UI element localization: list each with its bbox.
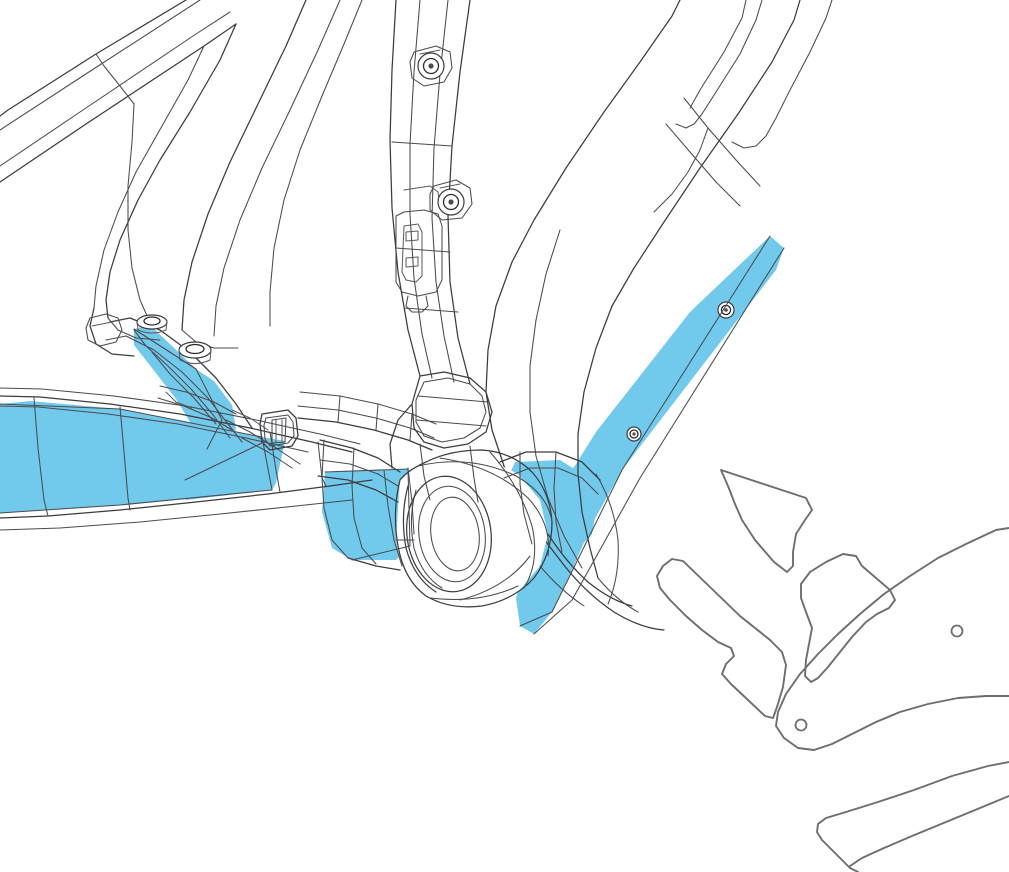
film-zone-downtube	[516, 236, 784, 634]
film-zone-bb-left	[322, 469, 414, 560]
hardware-bolt-downtube-lower	[626, 426, 642, 442]
film-edge-lines	[0, 235, 785, 635]
diecut-hole-4a	[950, 624, 964, 638]
diecut-hole-4b	[794, 718, 808, 732]
frame-part-seat-tube-base	[389, 371, 493, 503]
frame-part-bb-downtube-blend	[499, 451, 665, 631]
diecut-shape-1	[720, 469, 813, 573]
diecut-shape-5-edge	[849, 795, 1009, 867]
diecut-shape-group	[656, 469, 1009, 872]
diecut-shape-2	[656, 558, 787, 719]
frame-part-accessory-mount	[395, 185, 443, 313]
frame-part-down-tube	[511, 0, 833, 307]
frame-part-bb-junction	[297, 391, 437, 571]
hardware-boss-yoke-b	[178, 341, 212, 364]
diecut-shape-3	[800, 553, 896, 683]
hardware-bolt-seat-tube-lower	[429, 179, 473, 221]
frame-linework	[0, 0, 833, 635]
hardware-bolt-seat-tube-upper	[409, 45, 453, 87]
frame-part-chain-stay	[0, 387, 373, 531]
diecut-shape-5	[816, 761, 1009, 872]
frame-part-cable-port	[259, 409, 299, 451]
frame-part-seat-stay-upper	[0, 0, 237, 183]
frame-part-bottom-bracket-shell	[394, 449, 553, 608]
hardware-boss-yoke-a	[136, 314, 168, 334]
frame-part-dropout-yoke	[85, 313, 301, 469]
film-zone-chainstay-arrow	[185, 443, 276, 500]
diecut-shape-4	[775, 527, 1009, 751]
hardware-bolt-downtube	[717, 301, 735, 319]
film-zone-downtube-edge	[520, 452, 618, 628]
